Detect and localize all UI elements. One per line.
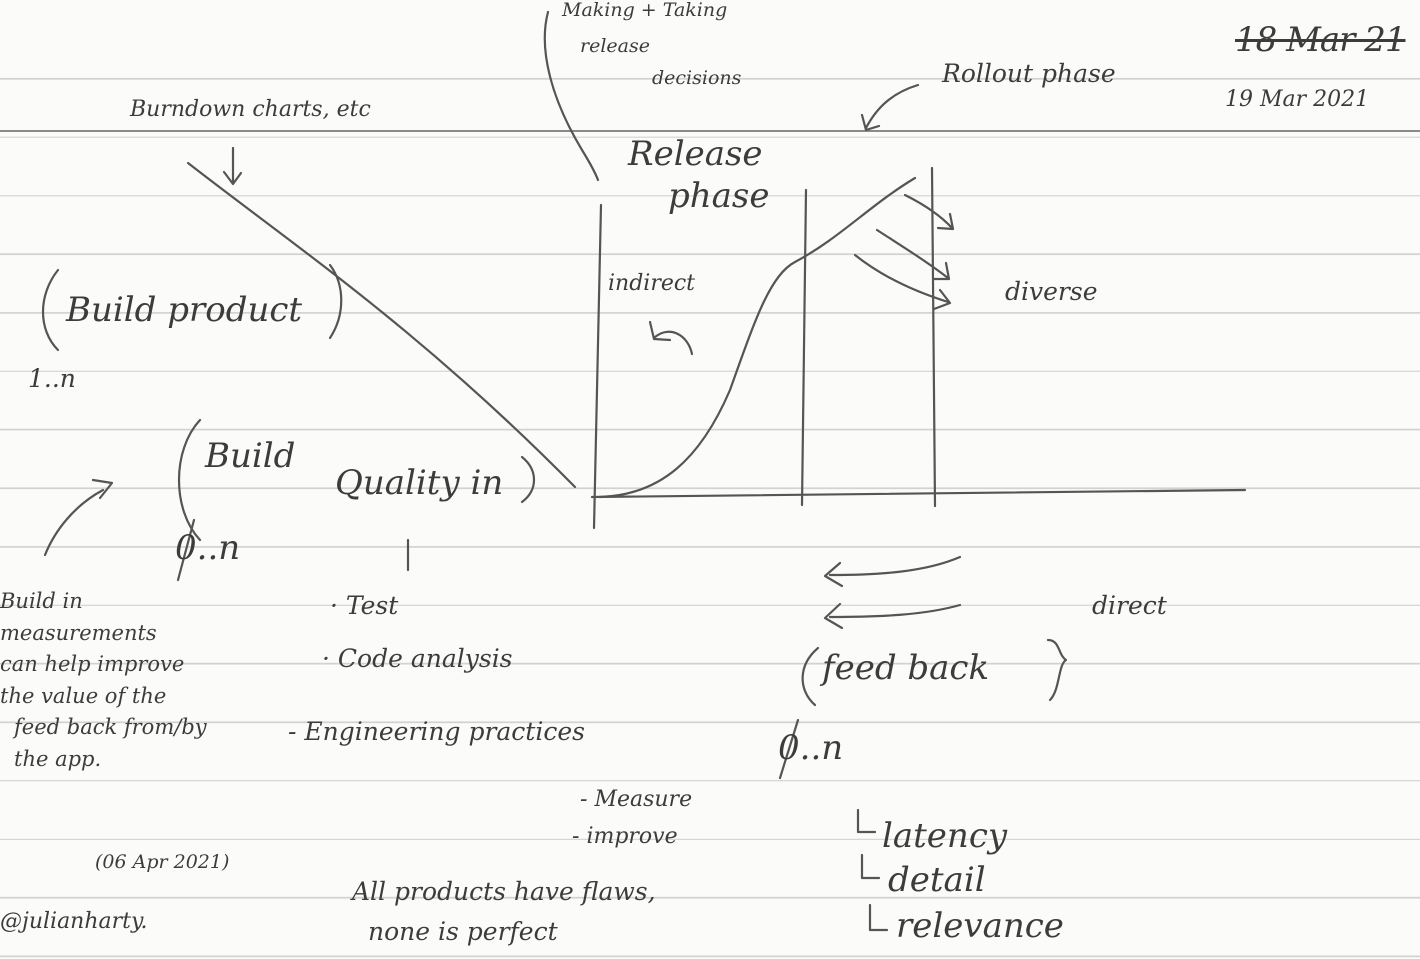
- burndown-arrow: [222, 146, 243, 186]
- release-label-line-1: Release: [628, 134, 763, 174]
- struck-date: 18 Mar 21: [1235, 20, 1406, 60]
- practice-engineering: - Engineering practices: [288, 717, 585, 746]
- build-quality-range: 0..n: [175, 528, 241, 568]
- feedback-range: 0..n: [778, 728, 844, 768]
- build-product-range: 1..n: [28, 364, 76, 393]
- feedback-arrow-1: [823, 555, 962, 588]
- x-axis: [590, 488, 1247, 499]
- zero-slash-2: [778, 718, 800, 780]
- side-note-line: the app.: [14, 746, 102, 771]
- release-phase-right-line: [800, 188, 808, 507]
- side-note-line: can help improve: [0, 652, 185, 676]
- rollout-phase-right-line: [930, 166, 937, 508]
- diverse-arrow-1: [903, 193, 955, 231]
- release-phase-left-line: [592, 203, 603, 530]
- build-product-close-paren: [328, 263, 343, 340]
- improve-item: - improve: [572, 824, 678, 849]
- detail-tick: [860, 853, 881, 880]
- side-note-date: (06 Apr 2021): [95, 851, 230, 873]
- build-product-open-paren: [41, 268, 60, 352]
- practice-test: · Test: [330, 591, 399, 620]
- side-note-line: feed back from/by: [14, 715, 207, 739]
- indirect-arrow: [648, 320, 694, 356]
- diverse-arrow-2: [875, 228, 951, 281]
- indirect-label: indirect: [608, 271, 696, 296]
- measure-item: - Measure: [580, 787, 693, 812]
- burndown-line: [186, 161, 577, 489]
- relevance-tick: [868, 903, 889, 932]
- release-label-line-2: phase: [668, 176, 770, 216]
- aspect-relevance: relevance: [896, 906, 1064, 946]
- rollout-arrow: [860, 83, 920, 132]
- direct-brace: [1046, 638, 1068, 702]
- decisions-note-line-3: decisions: [652, 67, 742, 89]
- author-handle: @julianharty.: [0, 909, 148, 934]
- feedback-open-paren: [801, 646, 820, 707]
- aspect-latency: latency: [882, 816, 1008, 856]
- date: 19 Mar 2021: [1225, 87, 1370, 112]
- diverse-label: diverse: [1005, 277, 1098, 306]
- side-note-line: the value of the: [0, 683, 167, 708]
- feedback-label: feed back: [822, 648, 990, 688]
- decisions-note-line-2: release: [580, 35, 650, 57]
- side-note-arrow: [43, 478, 114, 557]
- flaws-statement-line-2: none is perfect: [368, 917, 558, 946]
- adoption-curve: [598, 176, 917, 499]
- rollout-phase-label: Rollout phase: [942, 59, 1116, 88]
- side-note: Build in measurements can help improve t…: [0, 586, 207, 775]
- side-note-line: Build in: [0, 589, 83, 613]
- flaws-statement-line-1: All products have flaws,: [352, 877, 656, 906]
- latency-tick: [856, 808, 877, 834]
- decisions-note-line-1: Making + Taking: [562, 0, 728, 21]
- build-product-label: Build product: [66, 290, 303, 330]
- feedback-arrow-2: [823, 602, 962, 630]
- side-note-line: measurements: [0, 620, 157, 645]
- build-quality-label-1: Build: [205, 436, 296, 476]
- practice-code-analysis: · Code analysis: [322, 644, 513, 673]
- build-quality-label-2: Quality in: [335, 463, 504, 503]
- quality-close-paren: [520, 455, 536, 504]
- direct-label: direct: [1092, 591, 1167, 620]
- burndown-label: Burndown charts, etc: [130, 97, 371, 122]
- decisions-bracket: [543, 10, 600, 182]
- quality-open-paren: [177, 418, 202, 542]
- zero-slash-1: [176, 518, 196, 582]
- aspect-detail: detail: [888, 860, 986, 900]
- diverse-arrow-3: [853, 253, 952, 311]
- header-rule: [0, 130, 1420, 132]
